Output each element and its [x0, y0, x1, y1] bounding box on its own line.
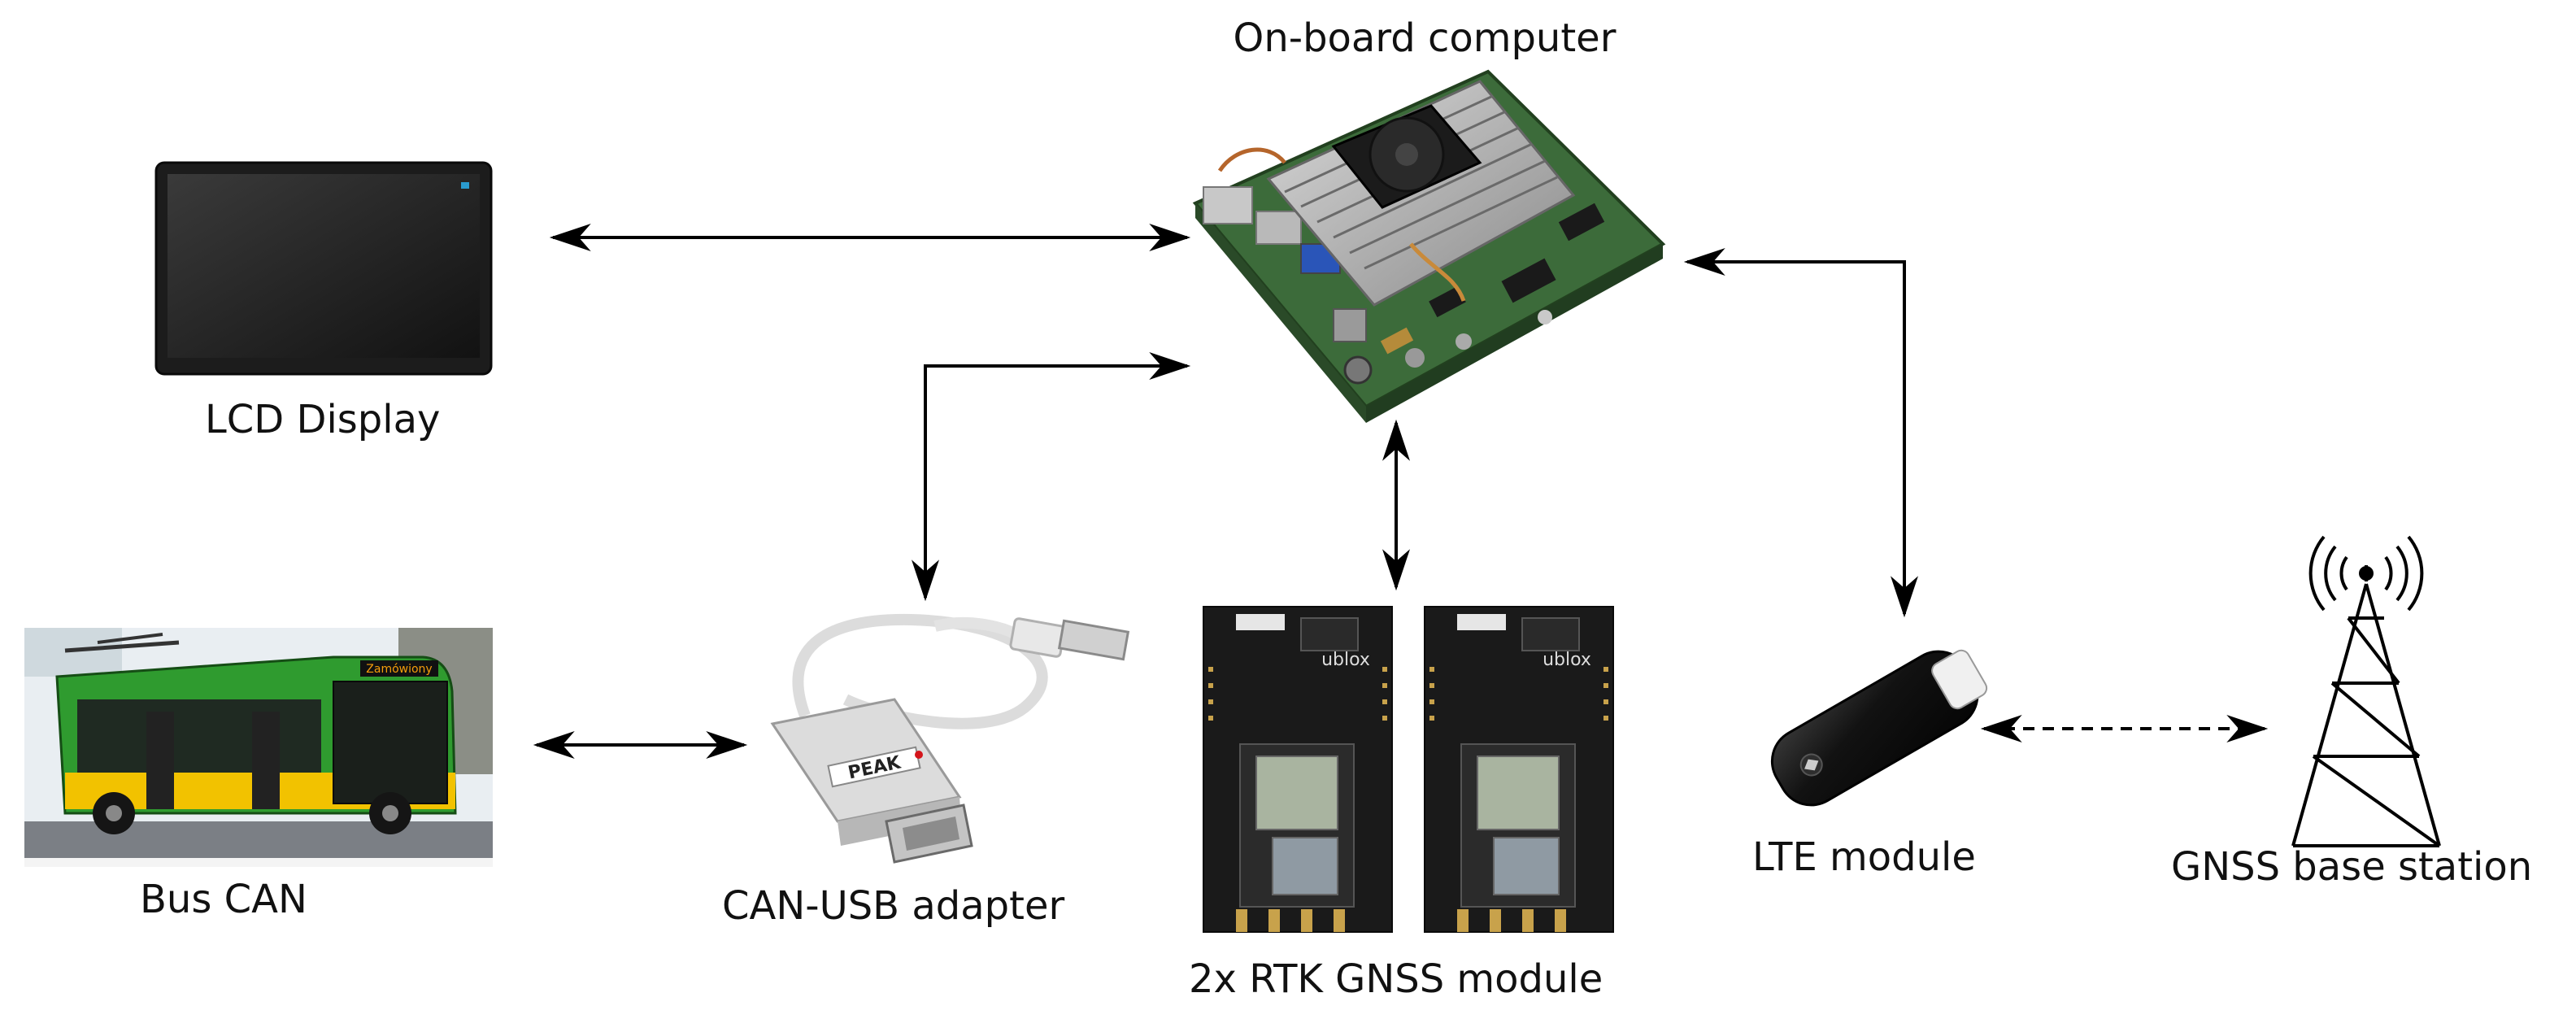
label-onboard-computer: On-board computer — [1234, 15, 1617, 61]
bus-destination-sign: Zamówiony — [366, 663, 432, 676]
connection-lte-computer — [1683, 248, 1918, 618]
label-rtk-gnss: 2x RTK GNSS module — [1189, 956, 1603, 1002]
gnss-brand-text-1: ublox — [1321, 650, 1370, 670]
lte-dongle-icon — [1770, 649, 1988, 807]
label-lcd-display: LCD Display — [205, 397, 441, 442]
gnss-brand-text-2: ublox — [1543, 650, 1591, 670]
label-bus-can: Bus CAN — [140, 877, 307, 922]
connection-adapter-computer — [912, 352, 1191, 602]
label-lte-module: LTE module — [1752, 834, 1976, 880]
lcd-display-icon — [154, 161, 493, 376]
bus-icon: Zamówiony — [24, 628, 493, 867]
can-usb-adapter-icon: PEAK — [770, 613, 1130, 864]
label-can-usb-adapter: CAN-USB adapter — [722, 883, 1065, 929]
radio-tower-icon — [2291, 535, 2441, 847]
computer-board-icon — [1192, 69, 1666, 423]
gnss-board-icon: ublox ublox — [1203, 606, 1614, 933]
label-gnss-base-station: GNSS base station — [2171, 844, 2533, 890]
